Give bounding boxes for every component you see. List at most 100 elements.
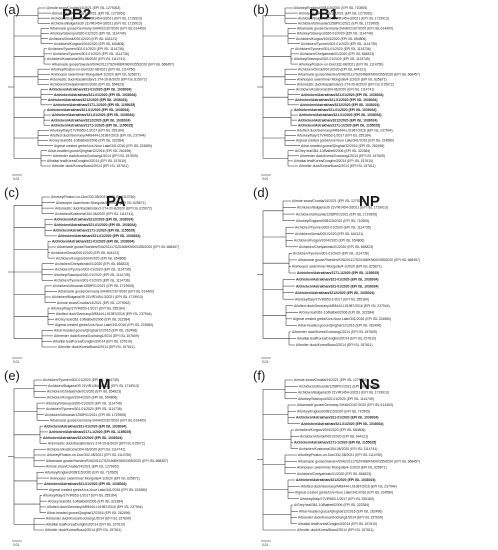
leaf-label: A/whooper swan/Inner Mongolia/4-1/2020 (… bbox=[50, 476, 140, 480]
leaf-label: A/chicken/Kostroma/304-06/2020 (EPI ISL … bbox=[55, 212, 133, 216]
leaf-label: A/turkey/England/038115/2020 (EPI ISL 71… bbox=[296, 219, 369, 223]
leaf-label: A/turkey/Stavropol/320-01/2020 (EPI ISL … bbox=[46, 401, 122, 405]
leaf-label: A/great crested grebe/Uvs-Nuur Lake/341/… bbox=[293, 317, 391, 321]
leaf-label: A/barnacle goose/Germany-SH/AI02167/2020… bbox=[50, 27, 146, 31]
leaf-label: A/turkey/Italy/17VIR653-1/2017 (EPI ISL … bbox=[300, 497, 374, 501]
leaf-label: A/barnacle goose/Germany-SH/AI02167/2020… bbox=[297, 403, 393, 407]
leaf-label: A/chicken/Tyumen/301-01/2020 (EPI ISL 11… bbox=[293, 252, 369, 256]
leaf-label: A/chicken/Astrakhan/3212/2020 (EPI ISL 1… bbox=[296, 478, 375, 482]
leaf-label: A/chicken/Chelyabinsk/01/2020 (EPI ISL 6… bbox=[300, 52, 374, 56]
leaf-label: A/broiler duck/Korea/Buan2/2014 (EPI ISL… bbox=[45, 528, 122, 532]
leaf-label: A/tufted duck/Germany/AR8444-L01987/2016… bbox=[47, 505, 143, 509]
leaf-label: A/chicken/Kostroma/304-06/2020 (EPI ISL … bbox=[299, 447, 377, 451]
leaf-label: A/chicken/Bulgaria/39 21VIR1454-3/2021 (… bbox=[51, 16, 142, 20]
leaf-label: A/chicken/Astrakhan/3212/2020 (EPI ISL 1… bbox=[43, 436, 122, 440]
leaf-label: A/tufted duck/Germany/AR8444-L01987/2016… bbox=[301, 484, 397, 488]
leaf-label: A/chicken/Astrakhan/321-01/2020 (EPI ISL… bbox=[296, 416, 379, 420]
leaf-label: A/chicken/Astrakhan/3212/2020 (EPI ISL 1… bbox=[298, 118, 377, 122]
phylogenetic-tree: A/turkey/Rostov-on-Don/332-08/2021 (EPI … bbox=[8, 195, 179, 364]
leaf-label: A/turkey/England/038115/2020 (EPI ISL 71… bbox=[294, 6, 367, 10]
phylogenetic-tree: A/chicken/Tyumen/302-01/2020 (EPI ISL 11… bbox=[8, 378, 168, 547]
leaf-label: A/turkey/Italy/17VIR653-1/2017 (EPI ISL … bbox=[297, 134, 371, 138]
leaf-label: A/chicken/Omsk/0001/2020 (EPI ISL 644121… bbox=[300, 434, 368, 438]
leaf-label: A/chicken/Omsk/0001/2020 (EPI ISL 644121… bbox=[51, 251, 119, 255]
leaf-label: A/bar-headed goose/Qinghai/12/2016 (EPI … bbox=[299, 509, 382, 513]
leaf-label: A/barnacle goose/Germany-SH/AI02167/2020… bbox=[58, 290, 154, 294]
panel-letter: (b) bbox=[253, 2, 269, 17]
leaf-label: A/chicken/Tyumen/301-01/2020 (EPI ISL 11… bbox=[53, 52, 129, 56]
leaf-label: A/chicken/Astrakhan/321-01/2020 (EPI ISL… bbox=[54, 93, 137, 97]
panel-a: (a) PB2 A/mute swan/Croatia/14/2021 (EPI… bbox=[0, 0, 249, 183]
leaf-label: A/chicken/Astrakhan/321-01/2020 (EPI ISL… bbox=[296, 278, 379, 282]
leaf-label: A/chicken/Kostroma/304-06/2020 (EPI ISL … bbox=[47, 57, 125, 61]
leaf-label: A/breeder duck/Korea/Gochang1/2014 (EPI … bbox=[46, 517, 131, 521]
leaf-label: A/chicken/Astrakhan/321-01/2020 (EPI ISL… bbox=[54, 223, 137, 227]
leaf-label: A/chicken/Tyumen/301-01/2020 (EPI ISL 11… bbox=[54, 279, 130, 283]
leaf-label: A/bar-headed goose/Qinghai/12/2016 (EPI … bbox=[48, 149, 131, 153]
leaf-label: A/chicken/Bulgaria/39 21VIR1454-3/2021 (… bbox=[52, 295, 143, 299]
leaf-label: A/chicken/Astrakhan/321-01/2020 (EPI ISL… bbox=[52, 240, 135, 244]
leaf-label: A/tufted duck/Germany/AR8444-L01987/2016… bbox=[56, 312, 152, 316]
gene-title: NS bbox=[359, 376, 380, 393]
leaf-label: A/Grey teal/361-10/Batbeti/2006 (EPI ISL… bbox=[48, 499, 123, 503]
leaf-label: A/chicken/Astrakhan/321-01/2020 (EPI ISL… bbox=[301, 422, 384, 426]
leaf-label: A/chicken/Bulgaria/39 21VIR1454-3/2021 (… bbox=[298, 16, 389, 20]
leaf-label: A/chicken/Lithuania/1258P01/2021 (EPI IS… bbox=[53, 284, 134, 288]
leaf-label: A/turkey/Stavropol/320-01/2020 (EPI ISL … bbox=[54, 273, 130, 277]
leaf-label: A/Grey teal/361-10/Batbeti/2006 (EPI ISL… bbox=[55, 317, 130, 321]
leaf-label: A/breeder duck/Korea/Gochang1/2014 (EPI … bbox=[54, 334, 139, 338]
leaf-label: A/chicken/Tyumen/302-01/2020 (EPI ISL 11… bbox=[43, 378, 119, 382]
leaf-label: A/breeder duck/Korea/Gochang1/2014 (EPI … bbox=[292, 330, 377, 334]
leaf-label: A/chicken/Astrakhan/321-01/2020 (EPI ISL… bbox=[52, 113, 135, 117]
leaf-label: A/chicken/Astrakhan/321-01/2020 (EPI ISL… bbox=[294, 108, 377, 112]
leaf-label: A/mute swan/Croatia/14/2021 (EPI ISL 127… bbox=[57, 301, 130, 305]
leaf-label: A/chicken/Astrakhan/2171-1/2020 (EPI ISL… bbox=[49, 430, 131, 434]
leaf-label: A/broiler duck/Korea/Buan2/2014 (EPI ISL… bbox=[296, 343, 373, 347]
leaf-label: A/barnacle goose/Sweden/SVA201117SZ0468/… bbox=[298, 459, 420, 463]
leaf-label: A/domestic duck/Kazakhstan/1-274-20-B/20… bbox=[48, 442, 145, 446]
leaf-label: A/great crested grebe/Uvs-Nuur Lake/341/… bbox=[295, 491, 393, 495]
leaf-label: A/chicken/Chelyabinsk/01/2020 (EPI ISL 6… bbox=[55, 262, 129, 266]
leaf-label: A/domestic duck/Kazakhstan/1-274-20-B/20… bbox=[55, 206, 152, 210]
gene-title: PB2 bbox=[62, 6, 92, 23]
leaf-label: A/great crested grebe/Uvs-Nuur Lake/341/… bbox=[296, 139, 394, 143]
panel-letter: (d) bbox=[253, 185, 269, 200]
leaf-label: A/barnacle goose/Germany-SH/AI02167/2020… bbox=[297, 27, 393, 31]
leaf-label: A/turkey/England/038115/2020 (EPI ISL 71… bbox=[45, 471, 118, 475]
leaf-label: A/turkey/Stavropol/320-01/2020 (EPI ISL … bbox=[297, 32, 373, 36]
scale-bar-label: 0.01 bbox=[13, 543, 19, 547]
leaf-label: A/turkey/Rostov-on-Don/332-08/2021 (EPI … bbox=[298, 453, 382, 457]
leaf-label: A/Grey teal/361-10/Batbeti/2006 (EPI ISL… bbox=[49, 139, 124, 143]
leaf-label: A/baikal teal/Korea/Donglim3/2014 (EPI I… bbox=[298, 522, 377, 526]
leaf-label: A/chicken/Tyumen/302-01/2020 (EPI ISL 11… bbox=[48, 47, 124, 51]
leaf-label: A/barnacle goose/Sweden/SVA201117SZ0468/… bbox=[298, 72, 420, 76]
leaf-label: A/whooper swan/Inner Mongolia/4-1/2020 (… bbox=[292, 265, 382, 269]
leaf-label: A/broiler duck/Korea/Buan2/2014 (EPI ISL… bbox=[58, 345, 135, 349]
leaf-label: A/Grey teal/361-10/Batbeti/2006 (EPI ISL… bbox=[299, 310, 374, 314]
leaf-label: A/chicken/Tyumen/302-01/2020 (EPI ISL 11… bbox=[295, 225, 371, 229]
leaf-label: A/chicken/Astrakhan/321-01/2020 (EPI ISL… bbox=[49, 88, 132, 92]
leaf-label: A/chicken/Lithuania/1258P01/2021 (EPI IS… bbox=[45, 413, 126, 417]
leaf-label: A/chicken/Astrakhan/2171-1/2020 (EPI ISL… bbox=[298, 123, 380, 127]
leaf-label: A/broiler duck/Korea/Buan2/2014 (EPI ISL… bbox=[297, 528, 374, 532]
leaf-label: A/chicken/Kurgan/1004/2020 (EPI ISL 6548… bbox=[54, 42, 124, 46]
scale-bar-label: 0.01 bbox=[13, 177, 19, 181]
leaf-label: A/turkey/Rostov-on-Don/332-08/2021 (EPI … bbox=[51, 67, 135, 71]
leaf-label: A/whooper swan/Inner Mongolia/4-1/2020 (… bbox=[56, 201, 146, 205]
leaf-label: A/bar-headed goose/Qinghai/12/2016 (EPI … bbox=[301, 144, 384, 148]
leaf-label: A/turkey/Italy/17VIR653-1/2017 (EPI ISL … bbox=[295, 297, 369, 301]
leaf-label: A/chicken/Astrakhan/3212/2020 (EPI ISL 1… bbox=[295, 291, 374, 295]
leaf-label: A/chicken/Bulgaria/39 21VIR1454-3/2021 (… bbox=[48, 384, 139, 388]
leaf-label: A/baikal teal/Korea/Donglim3/2014 (EPI I… bbox=[46, 522, 125, 526]
leaf-label: A/tufted duck/Germany/AR8444-L01987/2016… bbox=[50, 134, 146, 138]
leaf-label: A/broiler duck/Korea/Buan2/2014 (EPI ISL… bbox=[52, 164, 129, 168]
leaf-label: A/chicken/Astrakhan/321-01/2020 (EPI ISL… bbox=[299, 113, 382, 117]
leaf-label: A/chicken/Kostroma/304-06/2020 (EPI ISL … bbox=[47, 447, 125, 451]
leaf-label: A/bar-headed goose/Qinghai/12/2016 (EPI … bbox=[47, 511, 130, 515]
leaf-label: A/chicken/Astrakhan/3212/2020 (EPI ISL 1… bbox=[48, 98, 127, 102]
panel-letter: (a) bbox=[4, 2, 20, 17]
leaf-label: A/turkey/Stavropol/320-01/2020 (EPI ISL … bbox=[50, 32, 126, 36]
leaf-label: A/chicken/Astrakhan/2171-1/2020 (EPI ISL… bbox=[53, 229, 135, 233]
leaf-label: A/whooper swan/Inner Mongolia/4-1/2020 (… bbox=[51, 72, 141, 76]
leaf-label: A/great crested grebe/Uvs-Nuur Lake/341/… bbox=[49, 488, 147, 492]
